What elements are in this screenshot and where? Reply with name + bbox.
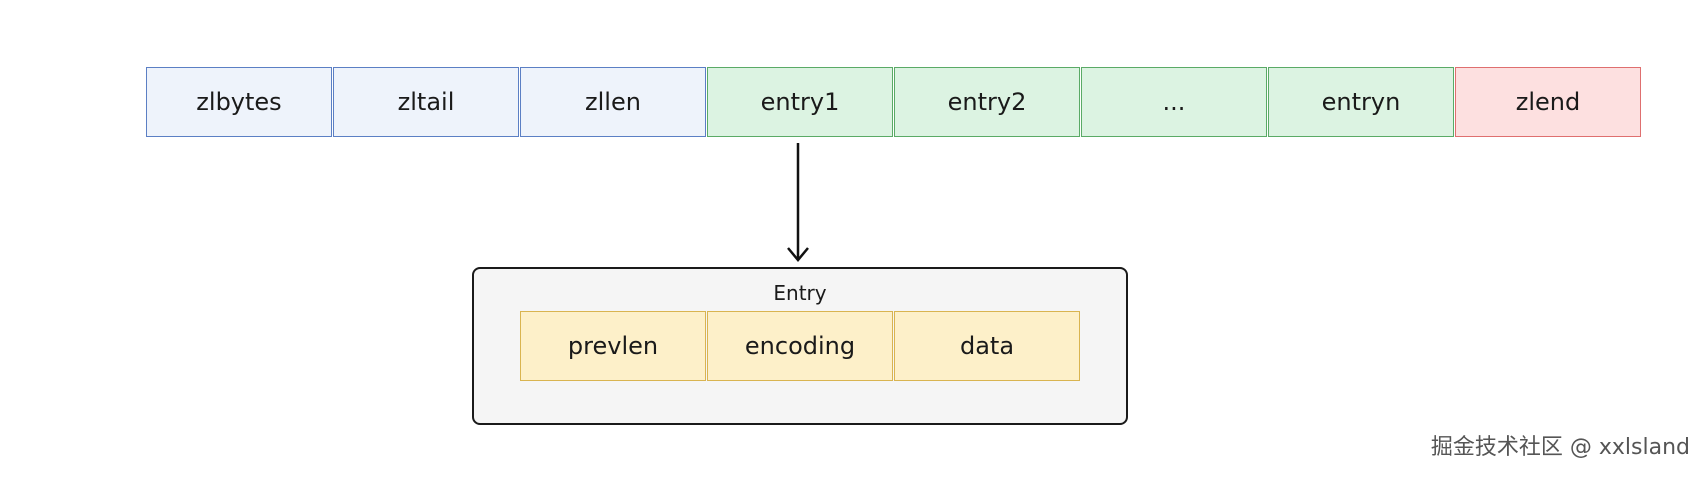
ziplist-cell-entryn: entryn [1268,67,1454,137]
entry-field-data: data [894,311,1080,381]
entry-structure-box: Entry prevlen encoding data [472,267,1128,425]
ziplist-cell-ellipsis: ... [1081,67,1267,137]
ziplist-cell-zltail: zltail [333,67,519,137]
ziplist-cell-zlbytes: zlbytes [146,67,332,137]
watermark: 掘金技术社区 @ xxlsland [1430,435,1690,460]
entry-title: Entry [773,281,827,305]
entry-field-encoding: encoding [707,311,893,381]
ziplist-cell-entry1: entry1 [707,67,893,137]
entry-fields: prevlen encoding data [520,311,1081,381]
arrow-head [787,247,809,262]
ziplist-layout: zlbytes zltail zllen entry1 entry2 ... e… [146,67,1642,137]
entry-field-prevlen: prevlen [520,311,706,381]
ziplist-cell-entry2: entry2 [894,67,1080,137]
ziplist-cell-zlend: zlend [1455,67,1641,137]
ziplist-cell-zllen: zllen [520,67,706,137]
